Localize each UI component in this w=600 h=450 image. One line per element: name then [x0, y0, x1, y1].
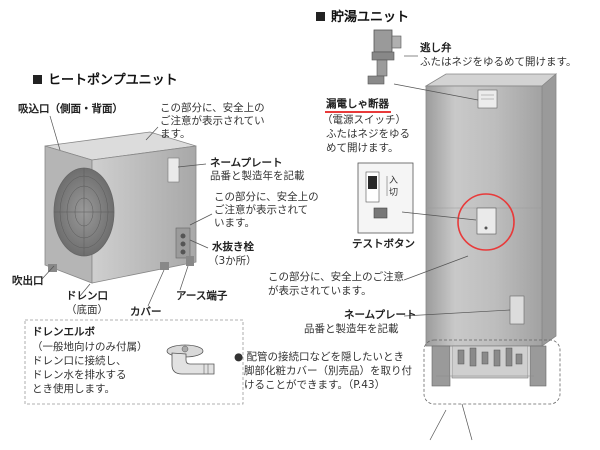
- breaker-line3: めて開けます。: [326, 142, 399, 154]
- drain-elbow-box: [24, 319, 244, 405]
- drain-title: ドレン口: [66, 290, 108, 302]
- tank-nameplate-desc: 品番と製造年を記載: [304, 323, 399, 335]
- drain-plug-desc: （3か所）: [208, 255, 257, 267]
- outlet-label: 吹出口: [12, 275, 44, 287]
- switch-on-label: 入: [389, 176, 399, 186]
- heatpump-caution2-line2: ご注意が表示されて: [214, 204, 309, 216]
- tank-nameplate-title: ネームプレート: [344, 309, 417, 321]
- heatpump-leader-lines: [41, 115, 213, 307]
- tank-base-piping: [431, 345, 547, 387]
- heatpump-caution2-line1: この部分に、安全上の: [214, 191, 319, 203]
- tank-caution-line2: が表示されています。: [268, 285, 372, 297]
- cover-label: カバー: [130, 306, 162, 318]
- test-button-label: テストボタン: [352, 238, 415, 250]
- drain-elbow-line1: （一般地向けのみ付属）: [32, 341, 148, 353]
- breaker-highlight-circle: [457, 193, 515, 251]
- heatpump-caution1-line2: ご注意が表示されてい: [160, 115, 265, 127]
- switch-off-label: 切: [389, 188, 399, 198]
- drain-elbow-line2: ドレン口に接続し、: [32, 355, 127, 367]
- leg-cover-note-line1: ● 配管の接続口などを隠したいとき: [234, 351, 404, 363]
- drain-elbow-part: [166, 344, 215, 375]
- drain-plug-title: 水抜き栓: [212, 241, 254, 253]
- earth-label: アース端子: [176, 290, 228, 302]
- heatpump-nameplate-title: ネームプレート: [210, 157, 283, 169]
- heat-pump-unit: [44, 131, 197, 284]
- heatpump-caution2-line3: います。: [214, 217, 255, 229]
- heatpump-section-heading: ヒートポンプユニット: [33, 69, 178, 88]
- leg-cover-dashed-area: [423, 339, 561, 405]
- drain-elbow-line3: ドレン水を排水する: [32, 369, 127, 381]
- breaker-line2: ふたはネジをゆる: [326, 128, 410, 140]
- leg-cover-note-line3: けることができます。（P.43）: [244, 379, 386, 391]
- relief-valve-part: [367, 29, 402, 85]
- relief-valve-title: 逃し弁: [420, 42, 452, 54]
- breaker-detail-box: [357, 162, 414, 234]
- drain-elbow-line4: とき使用します。: [32, 383, 115, 395]
- heatpump-caution1-line3: ます。: [160, 128, 191, 140]
- heatpump-caution1-line1: この部分に、安全上の: [160, 102, 265, 114]
- storage-tank-unit: [424, 73, 558, 347]
- drain-desc: （底面）: [66, 304, 108, 316]
- leg-cover-note-line2: 脚部化粧カバー（別売品）を取り付: [244, 365, 412, 377]
- breaker-line1: （電源スイッチ）: [322, 114, 406, 126]
- tank-section-heading: 貯湯ユニット: [316, 6, 409, 25]
- intake-label: 吸込口（側面・背面）: [18, 103, 123, 115]
- tank-leader-lines: [393, 55, 511, 441]
- heatpump-nameplate-desc: 品番と製造年を記載: [210, 170, 305, 182]
- drain-elbow-title: ドレンエルボ: [32, 326, 95, 338]
- relief-valve-desc: ふたはネジをゆるめて開けます。: [420, 56, 577, 68]
- breaker-title: 漏電しゃ断器: [326, 98, 389, 110]
- tank-caution-line1: この部分に、安全上のご注意: [268, 271, 405, 283]
